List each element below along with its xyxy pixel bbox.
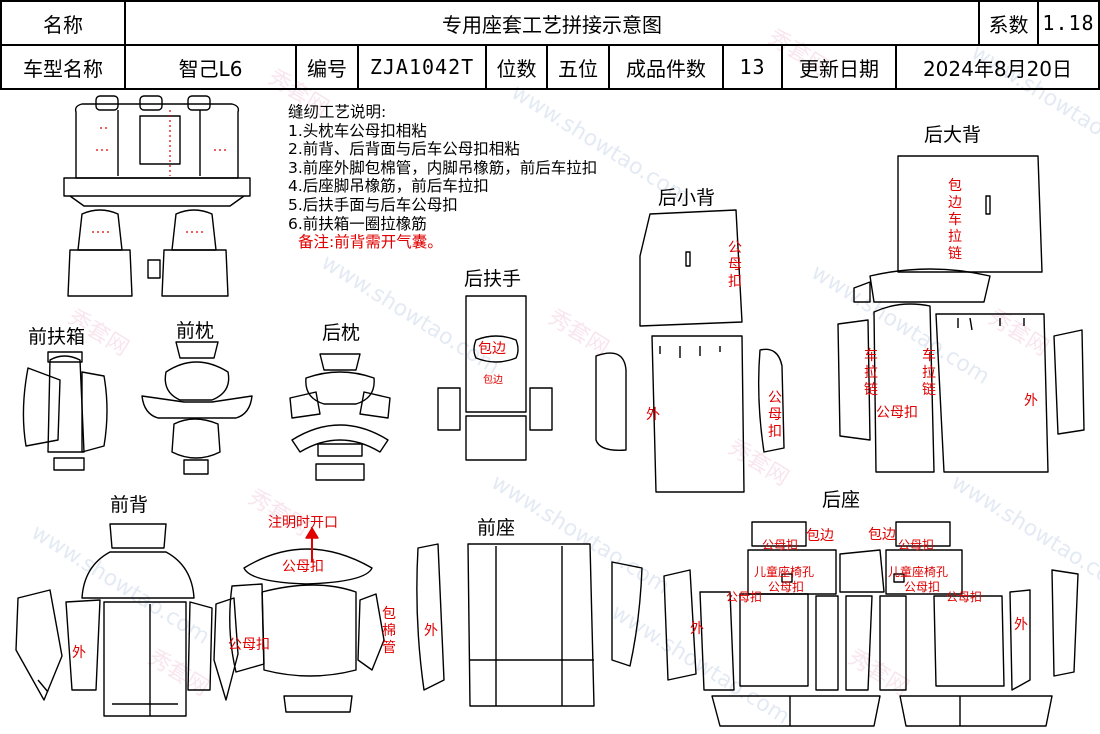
annot-snap-rear-6: 公母扣 [946,590,983,604]
notes-remark: 备注:前背需开气囊。 [298,233,443,252]
rear-small-back-pieces [595,209,785,493]
label-front-armbox: 前扶箱 [28,326,86,348]
annot-zip-right: 车拉链 [922,348,936,398]
annot-wrap-edge: 包边 [478,341,506,357]
seat-value: 五位 [558,56,598,81]
annot-wrap-zip: 包边车拉链 [948,178,962,262]
header-table: 名称 专用座套工艺拼接示意图 系数 1.18 车型名称 智己L6 编号 ZJA1… [0,0,1100,90]
annot-snap-rear-5: 公母扣 [726,590,763,604]
annot-wrap-edge-rear-right: 包边 [868,527,896,543]
annot-snap-front-back-side: 公母扣 [228,637,270,653]
annot-mark-opening: 注明时开口 [268,515,338,531]
model-label: 车型名称 [23,56,103,81]
label-rear-headrest: 后枕 [322,322,361,344]
annot-outer-rear-right: 外 [1014,617,1028,633]
annot-child-seat-hole-right: 儿童座椅孔 [888,565,949,579]
annot-outer-small-back: 外 [646,407,660,423]
note-item-2: 2.前背、后背面与后车公母扣相粘 [288,140,520,159]
front-seat-pieces [416,543,643,707]
annot-child-seat-hole-left: 儿童座椅孔 [754,565,815,579]
label-front-back: 前背 [110,494,149,516]
opening-arrowhead [305,527,319,539]
note-item-6: 6.前扶箱一圈拉橡筋 [288,214,427,233]
note-item-4: 4.后座脚吊橡筋，前后车拉扣 [288,177,489,196]
front-back-pieces [15,523,239,717]
front-armbox-pieces [22,351,108,471]
sewing-notes: 缝纫工艺说明: 1.头枕车公母扣相粘 2.前背、后背面与后车公母扣相粘 3.前座… [288,103,597,252]
label-front-headrest: 前枕 [176,320,215,342]
front-headrest-pieces [141,341,253,475]
rear-armrest-pieces [437,295,553,461]
notes-title: 缝纫工艺说明: [288,103,387,121]
code-label: 编号 [307,56,347,81]
label-rear-small-back: 后小背 [658,187,716,209]
annot-snap-rear-4: 公母扣 [904,580,941,594]
date-value: 2024年8月20日 [922,56,1073,81]
annot-wrap-edge-small: 包边 [483,375,503,386]
page-title: 专用座套工艺拼接示意图 [442,12,662,37]
annot-snap-rear-3: 公母扣 [768,580,805,594]
coef-value: 1.18 [1042,11,1095,35]
pieces-label: 成品件数 [626,56,706,81]
rear-big-back-pieces [837,155,1085,473]
label-rear-seat: 后座 [822,489,861,511]
label-front-seat: 前座 [477,517,516,539]
rear-headrest-pieces [289,353,391,481]
annot-outer-big-back: 外 [1024,393,1038,409]
label-rear-armrest: 后扶手 [464,268,522,290]
annot-snap-small-back: 公母扣 [728,240,742,290]
annot-snap-rear-1: 公母扣 [762,538,799,552]
note-item-1: 1.头枕车公母扣相粘 [288,121,427,140]
date-label: 更新日期 [799,56,879,81]
name-label: 名称 [43,12,83,37]
annot-snap-rear-2: 公母扣 [898,538,935,552]
seat-overview-sketch [63,95,251,297]
coef-label: 系数 [988,12,1029,37]
annot-wrap-edge-rear-left: 包边 [806,528,834,544]
annot-snap-small-back-side: 公母扣 [768,390,782,440]
note-item-5: 5.后扶手面与后车公母扣 [288,195,458,214]
note-item-3: 3.前座外脚包棉管，内脚吊橡筋，前后车拉扣 [288,158,598,177]
front-back-airbag-pieces [229,548,385,713]
annot-outer-front-back: 外 [72,645,86,661]
annot-snap-front-back: 公母扣 [282,559,324,575]
model-value: 智己L6 [178,56,243,81]
rear-seat-pieces [663,521,1079,727]
annot-wrap-foam: 包棉管 [382,606,396,656]
pieces-value: 13 [739,55,766,79]
annot-snap-big-back: 公母扣 [876,405,918,421]
label-rear-big-back: 后大背 [924,124,982,146]
annot-outer-front-seat: 外 [424,623,438,639]
seat-label: 位数 [496,56,537,81]
annot-outer-rear-left: 外 [690,621,704,637]
annot-zip-left: 车拉链 [864,348,878,398]
code-value: ZJA1042T [369,55,475,79]
